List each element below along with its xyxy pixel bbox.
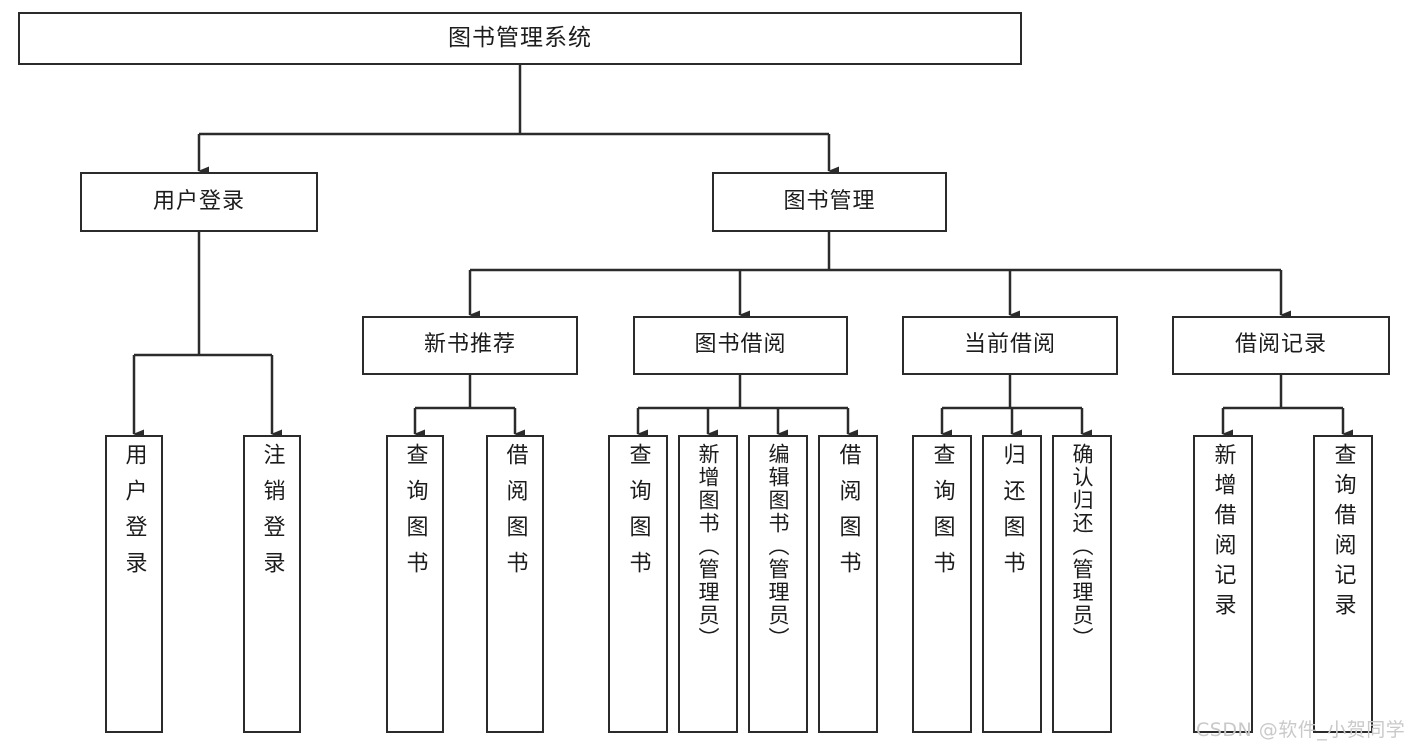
node-leaf-borrow-book-rec[interactable]: 借阅图书 [486,435,544,733]
node-leaf-query-book-rec[interactable]: 查询图书 [386,435,444,733]
node-leaf-add-book-label: 新增图书（管理员） [696,443,721,650]
node-leaf-logout[interactable]: 注销登录 [243,435,301,733]
node-leaf-query-book-cur[interactable]: 查询图书 [912,435,972,733]
node-new-book-rec[interactable]: 新书推荐 [362,316,578,375]
node-user-login[interactable]: 用户登录 [80,172,318,232]
node-new-book-rec-label: 新书推荐 [423,332,516,358]
node-leaf-add-record-label: 新增借阅记录 [1210,443,1236,623]
watermark: CSDN @软件_小贺同学 [1196,719,1405,741]
node-leaf-return-book[interactable]: 归还图书 [982,435,1042,733]
node-root-label: 图书管理系统 [448,24,592,51]
node-leaf-query-book-bor-label: 查询图书 [625,443,651,587]
node-book-borrow-label: 图书借阅 [694,332,787,358]
node-leaf-edit-book[interactable]: 编辑图书（管理员） [748,435,808,733]
node-current-borrow-label: 当前借阅 [963,332,1056,358]
node-leaf-user-login-label: 用户登录 [121,443,147,587]
node-book-manage-label: 图书管理 [783,188,876,214]
node-leaf-add-book[interactable]: 新增图书（管理员） [678,435,738,733]
node-leaf-borrow-book-bor-label: 借阅图书 [835,443,861,587]
tree-edges [132,65,1353,439]
node-current-borrow[interactable]: 当前借阅 [902,316,1118,375]
node-leaf-return-book-label: 归还图书 [999,443,1025,587]
node-borrow-record[interactable]: 借阅记录 [1172,316,1390,375]
node-leaf-edit-book-label: 编辑图书（管理员） [766,443,791,650]
node-leaf-query-record-label: 查询借阅记录 [1330,443,1356,623]
node-leaf-query-book-bor[interactable]: 查询图书 [608,435,668,733]
node-user-login-label: 用户登录 [152,188,245,214]
node-leaf-borrow-book-rec-label: 借阅图书 [502,443,528,587]
node-leaf-confirm-return-label: 确认归还（管理员） [1070,443,1095,650]
node-borrow-record-label: 借阅记录 [1234,332,1327,358]
node-leaf-add-record[interactable]: 新增借阅记录 [1193,435,1253,733]
node-leaf-query-book-cur-label: 查询图书 [929,443,955,587]
node-leaf-borrow-book-bor[interactable]: 借阅图书 [818,435,878,733]
node-book-manage[interactable]: 图书管理 [712,172,947,232]
node-leaf-logout-label: 注销登录 [259,443,285,587]
node-leaf-query-record[interactable]: 查询借阅记录 [1313,435,1373,733]
node-book-borrow[interactable]: 图书借阅 [633,316,848,375]
node-root[interactable]: 图书管理系统 [18,12,1022,65]
node-leaf-user-login[interactable]: 用户登录 [105,435,163,733]
node-leaf-confirm-return[interactable]: 确认归还（管理员） [1052,435,1112,733]
node-leaf-query-book-rec-label: 查询图书 [402,443,428,587]
